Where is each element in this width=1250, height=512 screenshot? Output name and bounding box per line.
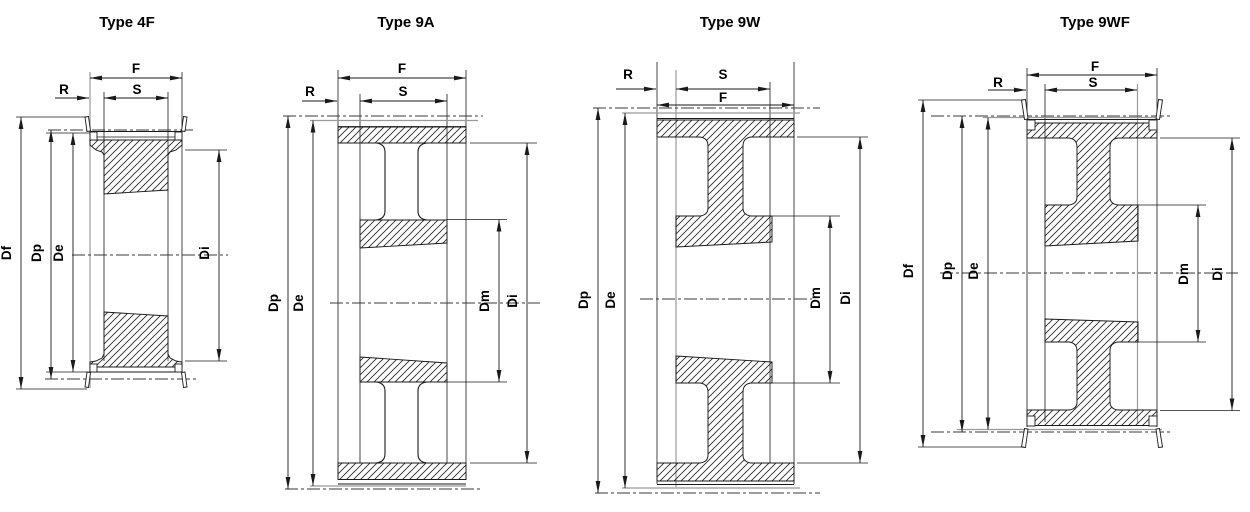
dim-label-de: De: [51, 244, 66, 262]
drawing-type-9a: Type 9A F R S Dp De: [266, 14, 540, 490]
rim-web-hub-hatch-bottom: [656, 355, 795, 482]
dim-label-dp: Dp: [29, 244, 44, 262]
flange-seat-notch: [89, 131, 98, 141]
dim-label-di: Di: [838, 291, 853, 305]
dim-label-f: F: [132, 61, 140, 76]
dim-label-f: F: [1091, 59, 1099, 74]
dim-label-df: Df: [901, 263, 916, 278]
dim-label-de: De: [603, 291, 618, 309]
dim-label-r: R: [59, 82, 69, 97]
drawing-title: Type 9W: [700, 14, 761, 31]
dim-label-df: Df: [0, 245, 14, 260]
flange-top-left: [84, 115, 92, 133]
rim-web-hub-hatch-top: [1026, 122, 1158, 247]
rim-web-hub-hatch-top: [656, 119, 795, 248]
hub-hatch-bottom: [359, 356, 448, 383]
flange-seat-notch: [1148, 119, 1158, 131]
flange-bottom-right: [180, 371, 188, 389]
web-outline-left: [375, 142, 386, 221]
dim-label-dp: Dp: [940, 262, 955, 280]
dim-label-s: S: [1088, 75, 1097, 90]
dim-label-r: R: [993, 75, 1003, 90]
flange-top-right: [1155, 98, 1164, 121]
drawing-title: Type 9A: [377, 14, 434, 31]
drawing-type-4f: Type 4F F R S: [0, 14, 228, 390]
flange-top-left: [1020, 98, 1029, 121]
flange-seat-notch: [1026, 415, 1036, 427]
rim-hatch-top: [337, 126, 467, 144]
flange-seat-notch: [89, 363, 98, 373]
rim-hatch-bottom: [337, 462, 467, 480]
dim-label-f: F: [719, 90, 727, 105]
dim-label-dm: Dm: [808, 287, 823, 309]
flange-seat-notch: [1026, 119, 1036, 131]
dim-label-dm: Dm: [1176, 263, 1191, 285]
dim-label-di: Di: [1210, 267, 1225, 281]
dim-label-f: F: [398, 61, 406, 76]
hub-hatch-top: [359, 219, 448, 249]
flange-top-right: [180, 115, 188, 133]
flange-bottom-left: [1020, 427, 1029, 449]
flange-bottom-right: [1155, 427, 1164, 449]
drawing-type-9w: Type 9W R S F Dp De Dm: [576, 14, 868, 494]
flange-seat-notch: [1148, 415, 1158, 427]
dim-label-di: Di: [197, 246, 212, 260]
hub-section-hatch-top: [89, 139, 183, 195]
dim-label-r: R: [305, 84, 315, 99]
dim-label-dp: Dp: [266, 294, 281, 312]
dim-label-s: S: [718, 67, 727, 82]
dim-label-s: S: [398, 84, 407, 99]
dim-label-r: R: [623, 67, 633, 82]
flange-seat-notch: [174, 131, 183, 141]
flange-bottom-left: [84, 371, 92, 389]
drawing-type-9wf: Type 9WF F R S Df: [901, 14, 1240, 449]
flange-seat-notch: [174, 363, 183, 373]
drawing-title: Type 4F: [99, 14, 155, 31]
dim-label-de: De: [291, 294, 306, 312]
dim-label-dp: Dp: [576, 291, 591, 309]
dim-label-dm: Dm: [477, 290, 492, 312]
drawing-title: Type 9WF: [1060, 14, 1130, 31]
web-outline-right: [417, 381, 428, 464]
hub-section-hatch-bottom: [89, 311, 183, 368]
web-outline-left: [375, 381, 386, 464]
web-outline-right: [417, 142, 428, 221]
dim-label-di: Di: [505, 294, 520, 308]
dim-label-s: S: [132, 82, 141, 97]
dim-label-de: De: [966, 262, 981, 280]
